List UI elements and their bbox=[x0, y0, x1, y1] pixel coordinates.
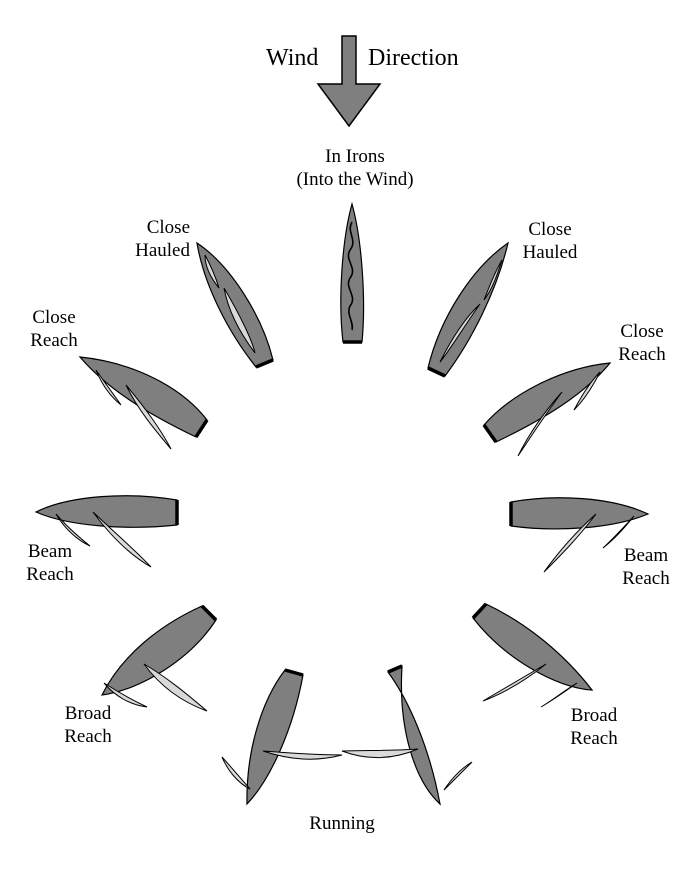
sail bbox=[602, 515, 635, 549]
label-close-hauled-right: Close Hauled bbox=[522, 219, 578, 263]
label-close-hauled-left: Close Hauled bbox=[135, 217, 190, 261]
label-beam-reach-right: Beam Reach bbox=[622, 545, 670, 589]
boat-close-reach-right bbox=[482, 362, 612, 457]
sail bbox=[482, 663, 547, 702]
luffing-sail bbox=[347, 221, 354, 331]
sail bbox=[92, 511, 152, 568]
sail bbox=[540, 682, 578, 708]
sail bbox=[443, 761, 473, 791]
label-close-reach-left: Close Reach bbox=[30, 307, 78, 351]
sail bbox=[55, 513, 91, 547]
direction-label: Direction bbox=[368, 45, 459, 71]
boat-close-hauled-right bbox=[427, 241, 509, 378]
sail bbox=[223, 287, 256, 354]
label-beam-reach-left: Beam Reach bbox=[26, 541, 74, 585]
boat-close-reach-left bbox=[78, 356, 209, 450]
sail bbox=[341, 748, 419, 758]
sail bbox=[95, 369, 122, 406]
label-in-irons: In Irons (Into the Wind) bbox=[296, 146, 414, 190]
wind-arrow bbox=[316, 35, 382, 128]
sail bbox=[483, 259, 503, 301]
sail bbox=[439, 303, 481, 363]
boat-in-irons bbox=[340, 201, 365, 344]
boat-running-right bbox=[341, 664, 473, 806]
label-broad-reach-right: Broad Reach bbox=[570, 705, 618, 749]
sail bbox=[543, 513, 597, 573]
sail bbox=[143, 663, 208, 712]
sail bbox=[262, 750, 343, 760]
boat-running-left bbox=[221, 668, 343, 806]
sail bbox=[125, 384, 172, 450]
label-running: Running bbox=[309, 813, 375, 834]
sail bbox=[103, 682, 148, 708]
label-close-reach-right: Close Reach bbox=[618, 321, 666, 365]
boat-broad-reach-left bbox=[100, 604, 218, 712]
boat-broad-reach-right bbox=[471, 602, 594, 708]
label-broad-reach-left: Broad Reach bbox=[64, 703, 112, 747]
sail bbox=[573, 371, 601, 411]
wind-label: Wind bbox=[266, 45, 319, 71]
sail bbox=[221, 756, 251, 790]
boat-beam-reach-left bbox=[34, 495, 179, 568]
sail bbox=[517, 391, 563, 457]
boat-beam-reach-right bbox=[509, 497, 650, 573]
boat-close-hauled-left bbox=[196, 241, 274, 369]
sail bbox=[204, 254, 220, 289]
